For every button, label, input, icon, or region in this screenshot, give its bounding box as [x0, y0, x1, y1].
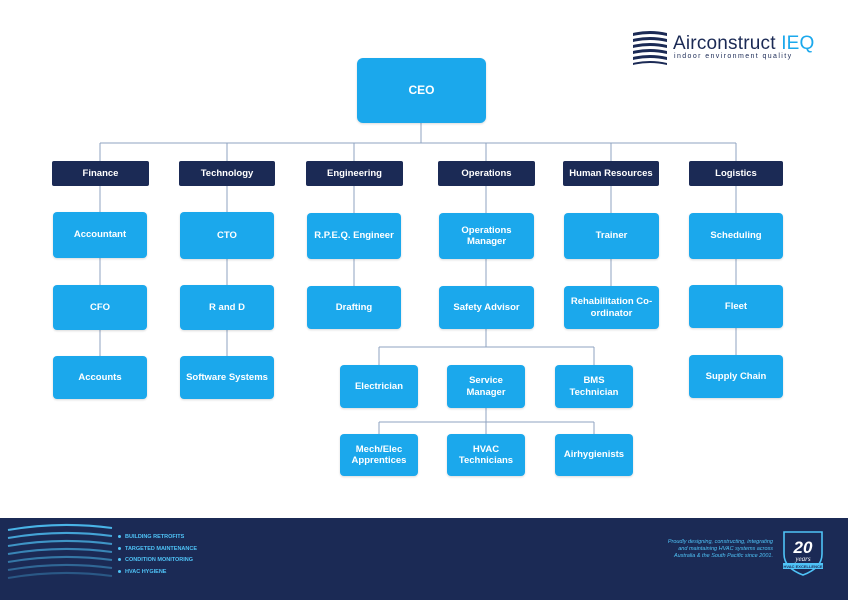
bullet-icon	[118, 546, 121, 550]
dept-finance: Finance	[52, 161, 149, 186]
node-fleet: Fleet	[689, 285, 783, 328]
service-item: TARGETED MAINTENANCE	[118, 544, 197, 556]
node-r-and-d: R and D	[180, 285, 274, 330]
node-rehabilitation-coordinator: Rehabilitation Co-ordinator	[564, 286, 659, 329]
node-airhygienists: Airhygienists	[555, 434, 633, 476]
bullet-icon	[118, 535, 121, 539]
bullet-icon	[118, 569, 121, 573]
logo-brand-name: Airconstruct	[673, 33, 776, 54]
dept-human-resources: Human Resources	[563, 161, 659, 186]
service-label: TARGETED MAINTENANCE	[125, 545, 198, 552]
dept-technology: Technology	[179, 161, 275, 186]
services-list: BUILDING RETROFITS TARGETED MAINTENANCE …	[118, 532, 197, 578]
service-label: BUILDING RETROFITS	[125, 534, 185, 540]
airconstruct-logo: Airconstruct IEQ indoor environment qual…	[630, 30, 830, 66]
bullet-icon	[118, 558, 121, 562]
node-bms-technician: BMS Technician	[555, 365, 633, 408]
logo-mark-icon	[633, 31, 667, 65]
logo-tagline: indoor environment quality	[674, 53, 793, 60]
badge-word: years	[794, 555, 810, 563]
badge-number: 20	[793, 538, 813, 557]
footer-tagline: Proudly designing, constructing, integra…	[667, 539, 773, 559]
node-accountant: Accountant	[53, 212, 147, 258]
node-mech-elec-apprentices: Mech/Elec Apprentices	[340, 434, 418, 476]
twenty-years-badge: 20 years HVAC EXCELLENCE	[780, 528, 826, 578]
dept-operations: Operations	[438, 161, 535, 186]
node-cfo: CFO	[53, 285, 147, 330]
service-label: CONDITION MONITORING	[125, 557, 194, 563]
node-hvac-technicians: HVAC Technicians	[447, 434, 525, 476]
footer-banner: BUILDING RETROFITS TARGETED MAINTENANCE …	[0, 518, 848, 600]
node-rpeq-engineer: R.P.E.Q. Engineer	[307, 213, 401, 259]
node-drafting: Drafting	[307, 286, 401, 329]
shield-icon: 20 years HVAC EXCELLENCE	[783, 531, 823, 576]
badge-caption: HVAC EXCELLENCE	[783, 564, 822, 569]
node-cto: CTO	[180, 212, 274, 259]
node-safety-advisor: Safety Advisor	[439, 286, 534, 329]
node-ceo: CEO	[357, 58, 486, 123]
service-item: HVAC HYGIENE	[118, 567, 197, 579]
node-software-systems: Software Systems	[180, 356, 274, 399]
service-item: CONDITION MONITORING	[118, 555, 197, 567]
node-operations-manager: Operations Manager	[439, 213, 534, 259]
dept-logistics: Logistics	[689, 161, 783, 186]
node-electrician: Electrician	[340, 365, 418, 408]
node-trainer: Trainer	[564, 213, 659, 259]
node-supply-chain: Supply Chain	[689, 355, 783, 398]
logo-brand: Airconstruct IEQ	[673, 33, 815, 55]
node-scheduling: Scheduling	[689, 213, 783, 259]
node-service-manager: Service Manager	[447, 365, 525, 408]
footer-wave-graphic	[7, 523, 113, 579]
node-accounts: Accounts	[53, 356, 147, 399]
service-label: HVAC HYGIENE	[125, 568, 167, 575]
dept-engineering: Engineering	[306, 161, 403, 186]
service-item: BUILDING RETROFITS	[118, 532, 197, 544]
logo-brand-suffix: IEQ	[775, 33, 815, 54]
